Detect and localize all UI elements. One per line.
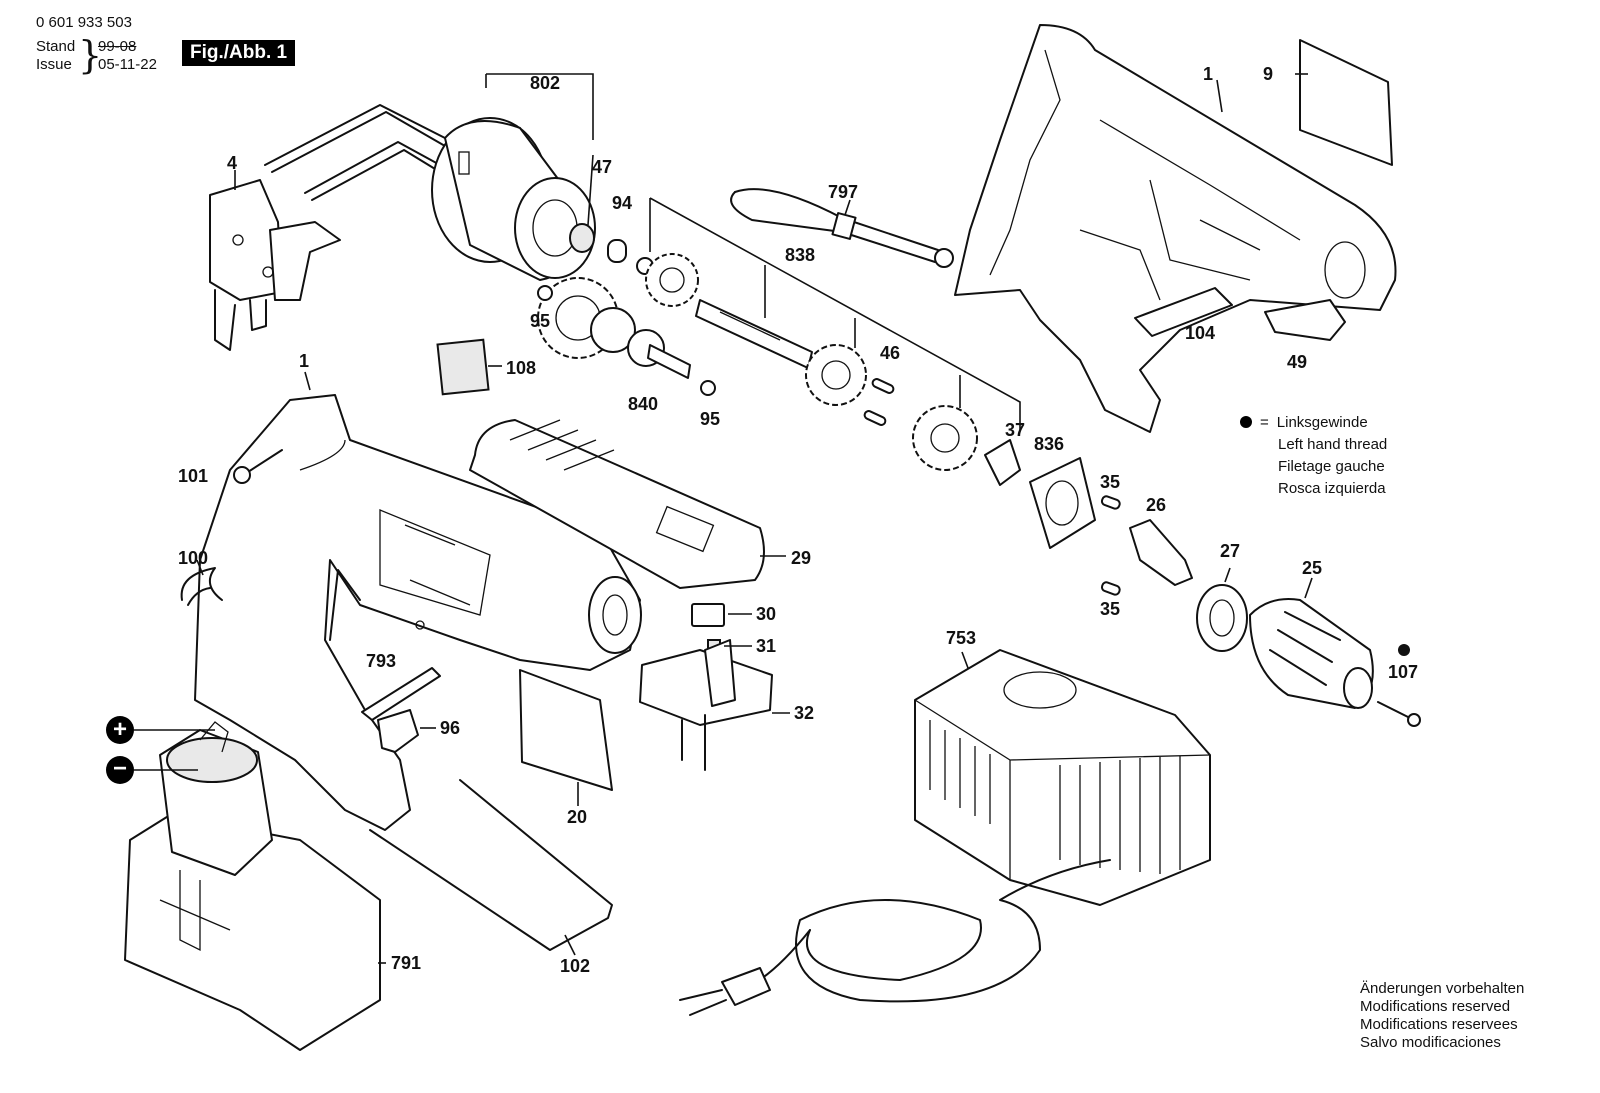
callout-102: 102 [560,956,591,976]
callout-100: 100 [178,548,209,568]
callout-838: 838 [785,245,816,265]
leader-25 [1304,577,1313,599]
leader-1-left [304,371,311,391]
callout-840: 840 [628,394,659,414]
legend-line-en: Left hand thread [1278,436,1388,453]
callout-791: 791 [391,953,422,973]
callout-802: 802 [530,73,561,93]
screw-101 [233,449,283,484]
modifications-note: Änderungen vorbehalten Modifications res… [1360,980,1524,1052]
callout-35-top: 35 [1100,472,1121,492]
bullet-icon [1240,416,1252,428]
stand-label: Stand [36,38,76,55]
leader-100 [196,559,204,576]
callout-27: 27 [1220,541,1241,561]
callout-797: 797 [828,182,859,202]
leader-753 [961,651,969,669]
housing-half-right [954,24,1397,433]
battery-cover [469,419,765,589]
bracket-838 [649,197,1021,430]
document-number: 0 601 933 503 [36,14,132,31]
rating-plate [1299,39,1393,166]
seal-cord [369,779,613,951]
callout-31: 31 [756,636,777,656]
label-plate [519,669,613,791]
callout-95-top: 95 [530,311,551,331]
legend-line-es: Rosca izquierda [1278,480,1386,497]
figure-label: Fig./Abb. 1 [182,40,296,66]
modifications-line-es: Salvo modificaciones [1360,1034,1501,1051]
callout-37: 37 [1005,420,1026,440]
callout-836: 836 [1034,434,1065,454]
callout-20: 20 [567,807,588,827]
callout-25: 25 [1302,558,1323,578]
modifications-line-de: Änderungen vorbehalten [1360,980,1525,997]
issue-label: Issue [36,56,72,73]
callout-1-right: 1 [1203,64,1214,84]
left-hand-thread-marker [1398,644,1410,656]
felt-pad [436,338,490,396]
callout-30: 30 [756,604,777,624]
callout-9: 9 [1263,64,1274,84]
callout-4: 4 [227,153,238,173]
callout-26: 26 [1146,495,1167,515]
callout-793: 793 [366,651,397,671]
stand-value: 99-08 [98,38,137,55]
leader-27 [1224,567,1231,583]
legend-line-fr: Filetage gauche [1278,458,1385,475]
leader-797 [844,199,851,216]
battery-clip [1264,299,1346,341]
plus-terminal-icon: + [106,716,134,744]
screwdriver-bit [361,667,441,721]
drive-shaft [695,299,978,471]
direction-switch-assembly [639,603,773,771]
legend-symbol: = [1260,414,1269,431]
housing-half-left [194,394,642,831]
modifications-line-en: Modifications reserved [1360,998,1511,1015]
callout-104: 104 [1185,323,1216,343]
bit-clip [377,709,419,753]
planet-gear-set [537,239,716,396]
callout-107: 107 [1388,662,1419,682]
legend-line-de: Linksgewinde [1276,414,1368,431]
issue-value: 05-11-22 [98,56,157,73]
leader-47 [587,154,594,226]
callout-94: 94 [612,193,633,213]
motor [264,104,596,281]
legend: = Linksgewinde Left hand thread Filetage … [1240,412,1387,500]
callout-32: 32 [794,703,815,723]
bracket-802 [485,73,594,140]
minus-terminal-icon: − [106,756,134,784]
wire-100 [180,567,223,606]
leader-102 [564,934,576,956]
leader-1-right [1216,79,1223,113]
brace-symbol: } [78,33,103,77]
modifications-line-fr: Modifications reservees [1360,1016,1518,1033]
callout-108: 108 [506,358,537,378]
callout-753: 753 [946,628,977,648]
callout-49: 49 [1287,352,1308,372]
callout-46: 46 [880,343,901,363]
callout-95-bottom: 95 [700,409,721,429]
battery-charger [679,649,1211,1016]
callout-47: 47 [592,157,613,177]
callout-1-left: 1 [299,351,310,371]
callout-35-bottom: 35 [1100,599,1121,619]
callout-101: 101 [178,466,209,486]
callout-96: 96 [440,718,461,738]
contact-plate [1134,287,1233,337]
switch-unit [209,179,341,351]
wrist-strap [730,188,954,268]
chuck-assembly [984,439,1421,727]
callout-29: 29 [791,548,812,568]
